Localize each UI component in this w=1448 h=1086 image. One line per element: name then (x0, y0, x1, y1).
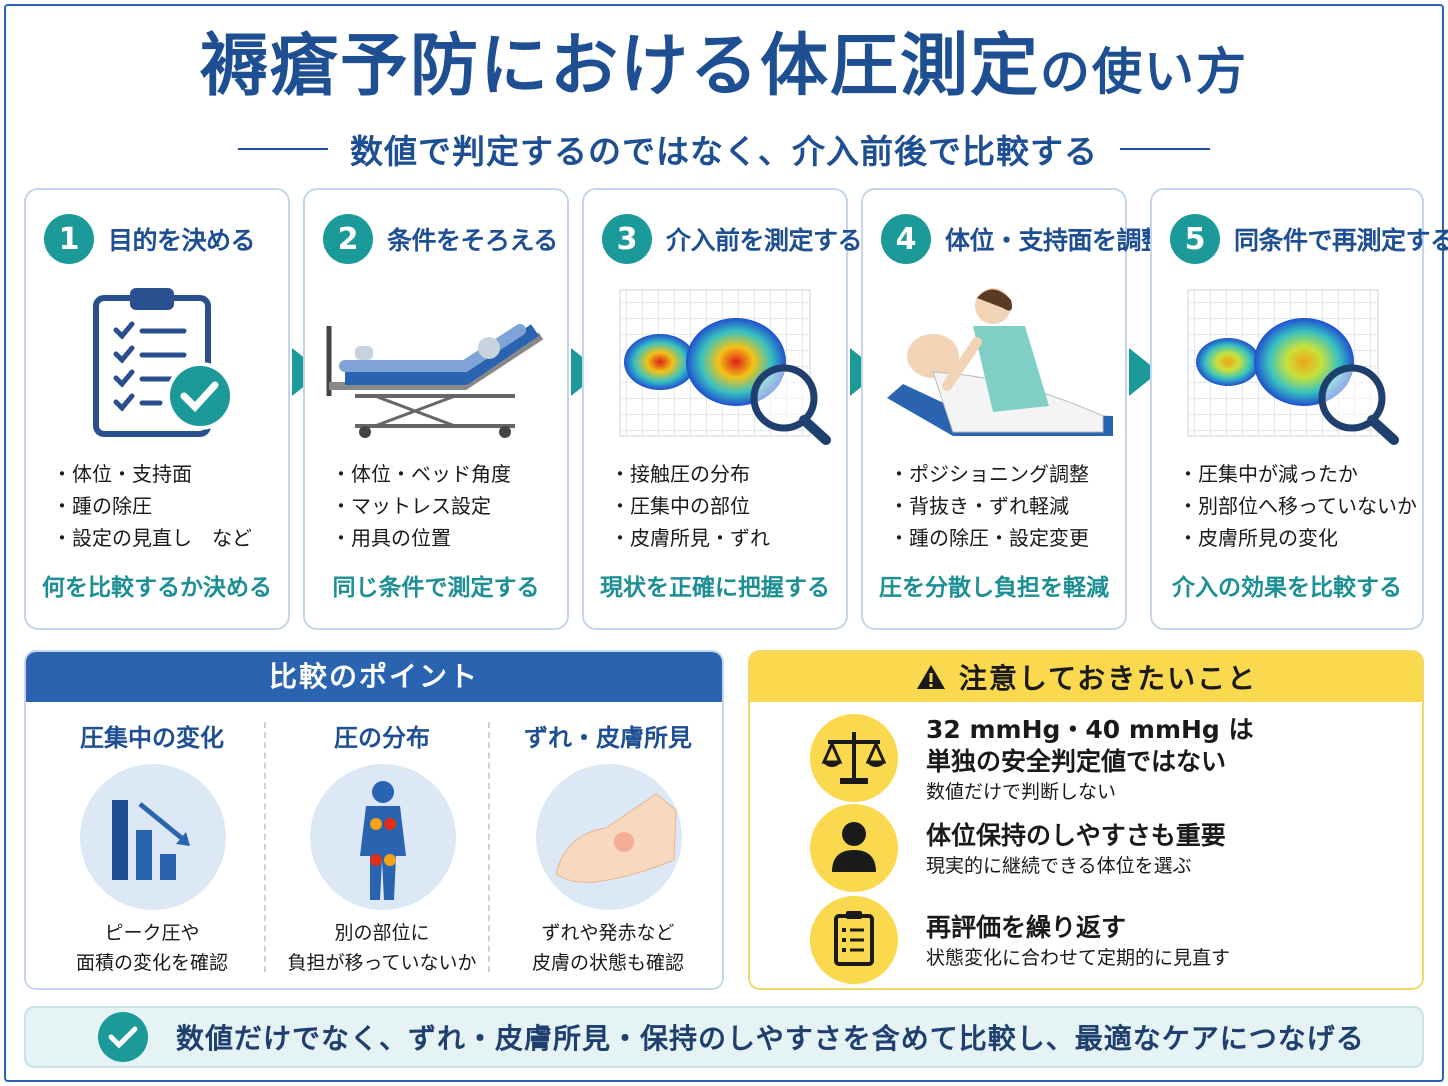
step-card-4: 4 体位・支持面を調整する ・ポジショニング調整 ・背抜き・ずれ軽減 ・踵の除圧… (861, 188, 1215, 630)
page-frame (4, 4, 1444, 1082)
compare-item-distribution: 圧の分布 別の部位に負担が移っていないか (266, 712, 498, 982)
step-card-2: 2 条件をそろえる ・体位・ベッド角度 ・マットレス設定 ・用具の位置 同じ条件… (303, 188, 569, 630)
summary-banner: 数値だけでなく、ずれ・皮膚所見・保持のしやすさを含めて比較し、最適なケアにつなげ… (24, 1006, 1424, 1068)
check-circle-icon (98, 1012, 148, 1062)
body-pressure-icon (310, 764, 456, 910)
step-title: 目的を決める (108, 226, 256, 255)
step-title: 条件をそろえる (387, 226, 558, 255)
subtitle-row: 数値で判定するのではなく、介入前後で比較する (0, 124, 1448, 174)
compare-item-title: 圧の分布 (334, 724, 430, 752)
skin-redness-icon (536, 764, 682, 910)
step-title: 同条件で再測定する (1234, 226, 1448, 255)
compare-item-desc: ずれや発赤など皮膚の状態も確認 (531, 922, 684, 974)
step-bullets: ・接触圧の分布 ・圧集中の部位 ・皮膚所見・ずれ (610, 458, 770, 554)
step-number: 5 (1170, 214, 1220, 264)
bullet-item: ・踵の除圧・設定変更 (889, 526, 1089, 550)
caution-item-posture: 体位保持のしやすさも重要 現実的に継続できる体位を選ぶ (810, 804, 1410, 894)
step-bullets: ・圧集中が減ったか ・別部位へ移っていないか ・皮膚所見の変化 (1178, 458, 1417, 554)
caution-item-desc: 現実的に継続できる体位を選ぶ (926, 855, 1192, 877)
bullet-item: ・接触圧の分布 (610, 462, 750, 486)
bullet-item: ・マットレス設定 (331, 494, 491, 518)
step-footer: 何を比較するか決める (42, 575, 272, 601)
bullet-item: ・体位・支持面 (52, 462, 192, 486)
column-divider (488, 722, 490, 972)
compare-item-title: 圧集中の変化 (80, 724, 224, 752)
step-number: 2 (323, 214, 373, 264)
bullet-item: ・皮膚所見・ずれ (610, 526, 770, 550)
compare-item-skin: ずれ・皮膚所見 ずれや発赤など皮膚の状態も確認 (492, 712, 722, 982)
checklist-icon (810, 896, 898, 984)
caution-item-desc: 数値だけで判断しない (926, 781, 1117, 803)
bullet-item: ・体位・ベッド角度 (331, 462, 511, 486)
caution-heading-row: 注意しておきたいこと (750, 652, 1422, 702)
compare-item-pressure-change: 圧集中の変化 ピーク圧や面積の変化を確認 (36, 712, 268, 982)
step-footer: 同じ条件で測定する (332, 575, 540, 601)
step-title: 介入前を測定する (666, 226, 863, 255)
step-footer: 介入の効果を比較する (1172, 575, 1402, 601)
comparison-panel: 比較のポイント 圧集中の変化 ピーク圧や面積の変化を確認 圧の分布 別の部位に負… (24, 650, 724, 990)
bar-chart-decrease-icon (80, 764, 226, 910)
scale-icon (810, 714, 898, 802)
caution-heading: 注意しておきたいこと (958, 662, 1258, 695)
bullet-item: ・用具の位置 (331, 526, 451, 550)
person-icon (810, 804, 898, 892)
step-footer: 現状を正確に把握する (600, 575, 830, 601)
bullet-item: ・別部位へ移っていないか (1178, 494, 1417, 518)
caution-item-reassess: 再評価を繰り返す 状態変化に合わせて定期的に見直す (810, 896, 1410, 986)
caution-item-title: 体位保持のしやすさも重要 (926, 821, 1226, 850)
subtitle: 数値で判定するのではなく、介入前後で比較する (350, 132, 1098, 171)
bullet-item: ・ポジショニング調整 (889, 462, 1089, 486)
comparison-heading: 比較のポイント (26, 652, 722, 702)
bullet-item: ・踵の除圧 (52, 494, 152, 518)
caution-item-title: 再評価を繰り返す (926, 913, 1127, 942)
pressure-map-icon (619, 289, 831, 445)
bullet-item: ・圧集中が減ったか (1178, 462, 1358, 486)
page-title: 褥瘡予防における体圧測定の使い方 (199, 27, 1248, 106)
clipboard-check-icon (93, 288, 234, 437)
step-bullets: ・ポジショニング調整 ・背抜き・ずれ軽減 ・踵の除圧・設定変更 (889, 458, 1089, 554)
warning-icon (916, 665, 945, 689)
step-card-5: 5 同条件で再測定する ・圧集中が減ったか ・別部位へ移っていないか ・皮膚所見… (1150, 188, 1448, 630)
compare-item-desc: 別の部位に負担が移っていないか (287, 922, 477, 974)
pressure-map-reduced-icon (1187, 289, 1399, 445)
caution-item-title: 32 mmHg・40 mmHg は (926, 715, 1254, 744)
caregiver-positioning-icon (887, 288, 1113, 436)
step-number: 1 (44, 214, 94, 264)
step-card-3: 3 介入前を測定する ・接触圧の分布 ・圧集中の部位 ・皮膚所見・ずれ 現状を正… (582, 188, 863, 630)
bullet-item: ・背抜き・ずれ軽減 (889, 494, 1069, 518)
compare-item-desc: ピーク圧や面積の変化を確認 (75, 922, 228, 974)
step-bullets: ・体位・ベッド角度 ・マットレス設定 ・用具の位置 (331, 458, 511, 554)
caution-panel: 注意しておきたいこと 32 mmHg・40 mmHg は 単独の安全判定値ではな… (748, 650, 1424, 990)
bullet-item: ・圧集中の部位 (610, 494, 750, 518)
caution-item-threshold: 32 mmHg・40 mmHg は 単独の安全判定値ではない 数値だけで判断しな… (810, 714, 1410, 804)
patient-bed-icon (326, 324, 544, 438)
summary-text: 数値だけでなく、ずれ・皮膚所見・保持のしやすさを含めて比較し、最適なケアにつなげ… (176, 1022, 1365, 1055)
caution-item-desc: 状態変化に合わせて定期的に見直す (926, 947, 1231, 969)
column-divider (264, 722, 266, 972)
step-card-1: 1 目的を決める ・体位・支持面 ・踵の除圧 ・設定の見直し など 何を比較する… (24, 188, 290, 630)
bullet-item: ・設定の見直し など (52, 526, 252, 550)
subtitle-line-left (238, 148, 328, 150)
step-number: 3 (602, 214, 652, 264)
step-number: 4 (881, 214, 931, 264)
step-bullets: ・体位・支持面 ・踵の除圧 ・設定の見直し など (52, 458, 252, 554)
step-footer: 圧を分散し負担を軽減 (879, 575, 1109, 601)
bullet-item: ・皮膚所見の変化 (1178, 526, 1338, 550)
subtitle-line-right (1120, 148, 1210, 150)
caution-item-title: 単独の安全判定値ではない (926, 747, 1227, 776)
compare-item-title: ずれ・皮膚所見 (524, 724, 692, 752)
